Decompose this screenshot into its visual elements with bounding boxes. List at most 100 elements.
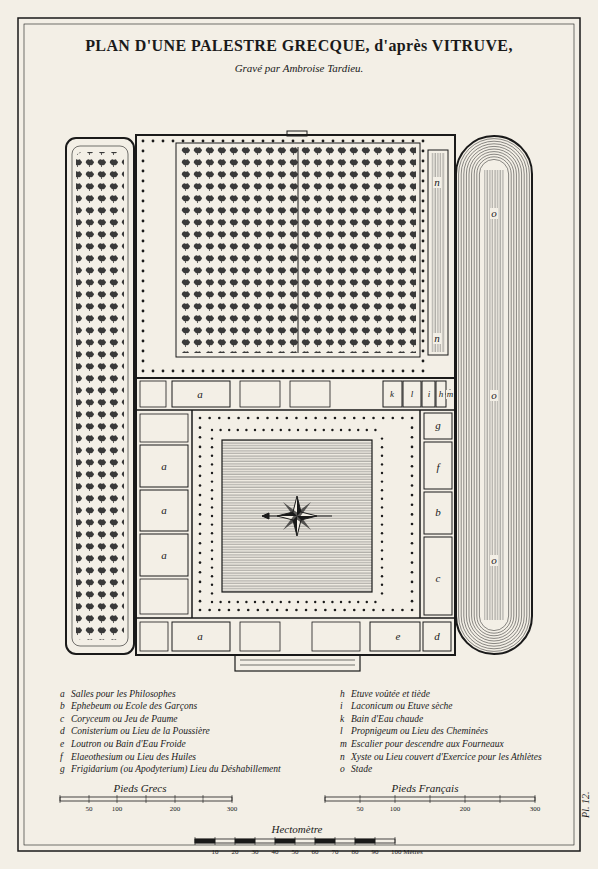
column xyxy=(340,601,342,603)
scale-number: 10 xyxy=(212,848,219,856)
column xyxy=(411,465,414,468)
column xyxy=(282,140,285,143)
room-letter: a xyxy=(196,631,204,642)
column xyxy=(295,417,298,420)
column xyxy=(411,426,414,429)
legend-text: Stade xyxy=(351,764,372,775)
scale-tick xyxy=(215,837,216,845)
room-letter: o xyxy=(490,390,498,401)
column xyxy=(363,417,366,420)
column xyxy=(412,370,415,373)
column xyxy=(422,160,425,163)
column xyxy=(411,503,414,506)
column xyxy=(411,455,414,458)
column xyxy=(142,270,145,273)
legend-text: Coryceum ou Jeu de Paume xyxy=(71,714,178,725)
column xyxy=(142,280,145,283)
column xyxy=(202,370,205,373)
column xyxy=(295,609,298,612)
column xyxy=(266,417,269,420)
column xyxy=(211,558,213,560)
scale-tick xyxy=(325,795,326,803)
legend-text: Salles pour les Philosophes xyxy=(71,689,176,700)
scale-segment xyxy=(355,839,375,843)
room-letter: m xyxy=(446,390,455,399)
column xyxy=(211,601,213,603)
column xyxy=(411,561,414,564)
column xyxy=(211,472,213,474)
column xyxy=(382,370,385,373)
column xyxy=(411,523,414,526)
room-letter: a xyxy=(196,389,204,400)
legend-key: k xyxy=(340,714,344,725)
column xyxy=(312,370,315,373)
scale-tick xyxy=(175,795,176,803)
column xyxy=(199,523,202,526)
column xyxy=(142,230,145,233)
legend-key: f xyxy=(60,752,63,763)
column xyxy=(211,498,213,500)
column xyxy=(382,609,385,612)
room-letter: f xyxy=(435,462,440,473)
column xyxy=(211,506,213,508)
scale-tick xyxy=(335,837,336,845)
legend-text: Loutron ou Bain d'Eau Froide xyxy=(71,739,186,750)
column xyxy=(381,566,383,568)
scale-tick xyxy=(146,795,147,803)
column xyxy=(297,429,299,431)
column xyxy=(262,429,264,431)
column xyxy=(237,601,239,603)
column xyxy=(237,417,240,420)
column xyxy=(142,340,145,343)
column xyxy=(305,601,307,603)
column xyxy=(199,465,202,468)
column xyxy=(142,240,145,243)
scale-number: 100 xyxy=(112,805,123,813)
column xyxy=(340,429,342,431)
column xyxy=(381,446,383,448)
column xyxy=(402,370,405,373)
column xyxy=(232,370,235,373)
column xyxy=(262,140,265,143)
column xyxy=(422,360,425,363)
legend-text: Frigidarium (ou Apodyterium) Lieu du Dés… xyxy=(71,764,281,775)
column xyxy=(422,220,425,223)
column xyxy=(252,370,255,373)
column xyxy=(422,340,425,343)
column xyxy=(262,370,265,373)
column xyxy=(411,600,414,603)
scale-number: 50 xyxy=(86,805,93,813)
column xyxy=(222,140,225,143)
column xyxy=(372,417,375,420)
room-letter: a xyxy=(160,461,168,472)
column xyxy=(199,609,202,612)
column xyxy=(199,561,202,564)
column xyxy=(422,180,425,183)
scale-tick xyxy=(255,837,256,845)
column xyxy=(199,455,202,458)
column xyxy=(324,417,327,420)
column xyxy=(199,513,202,516)
scale-title: Hectomètre xyxy=(272,823,323,836)
column xyxy=(381,575,383,577)
scale-title: Pieds Français xyxy=(392,782,459,795)
column xyxy=(211,566,213,568)
column xyxy=(208,417,211,420)
column xyxy=(211,549,213,551)
column xyxy=(199,426,202,429)
column xyxy=(254,429,256,431)
column xyxy=(142,350,145,353)
column xyxy=(211,489,213,491)
column xyxy=(142,210,145,213)
column xyxy=(412,140,415,143)
column xyxy=(142,200,145,203)
room-letter: b xyxy=(434,507,442,518)
column xyxy=(211,532,213,534)
room-letter: i xyxy=(427,390,432,399)
column xyxy=(211,455,213,457)
column xyxy=(392,140,395,143)
legend-key: a xyxy=(60,689,65,700)
column xyxy=(276,417,279,420)
column xyxy=(142,290,145,293)
